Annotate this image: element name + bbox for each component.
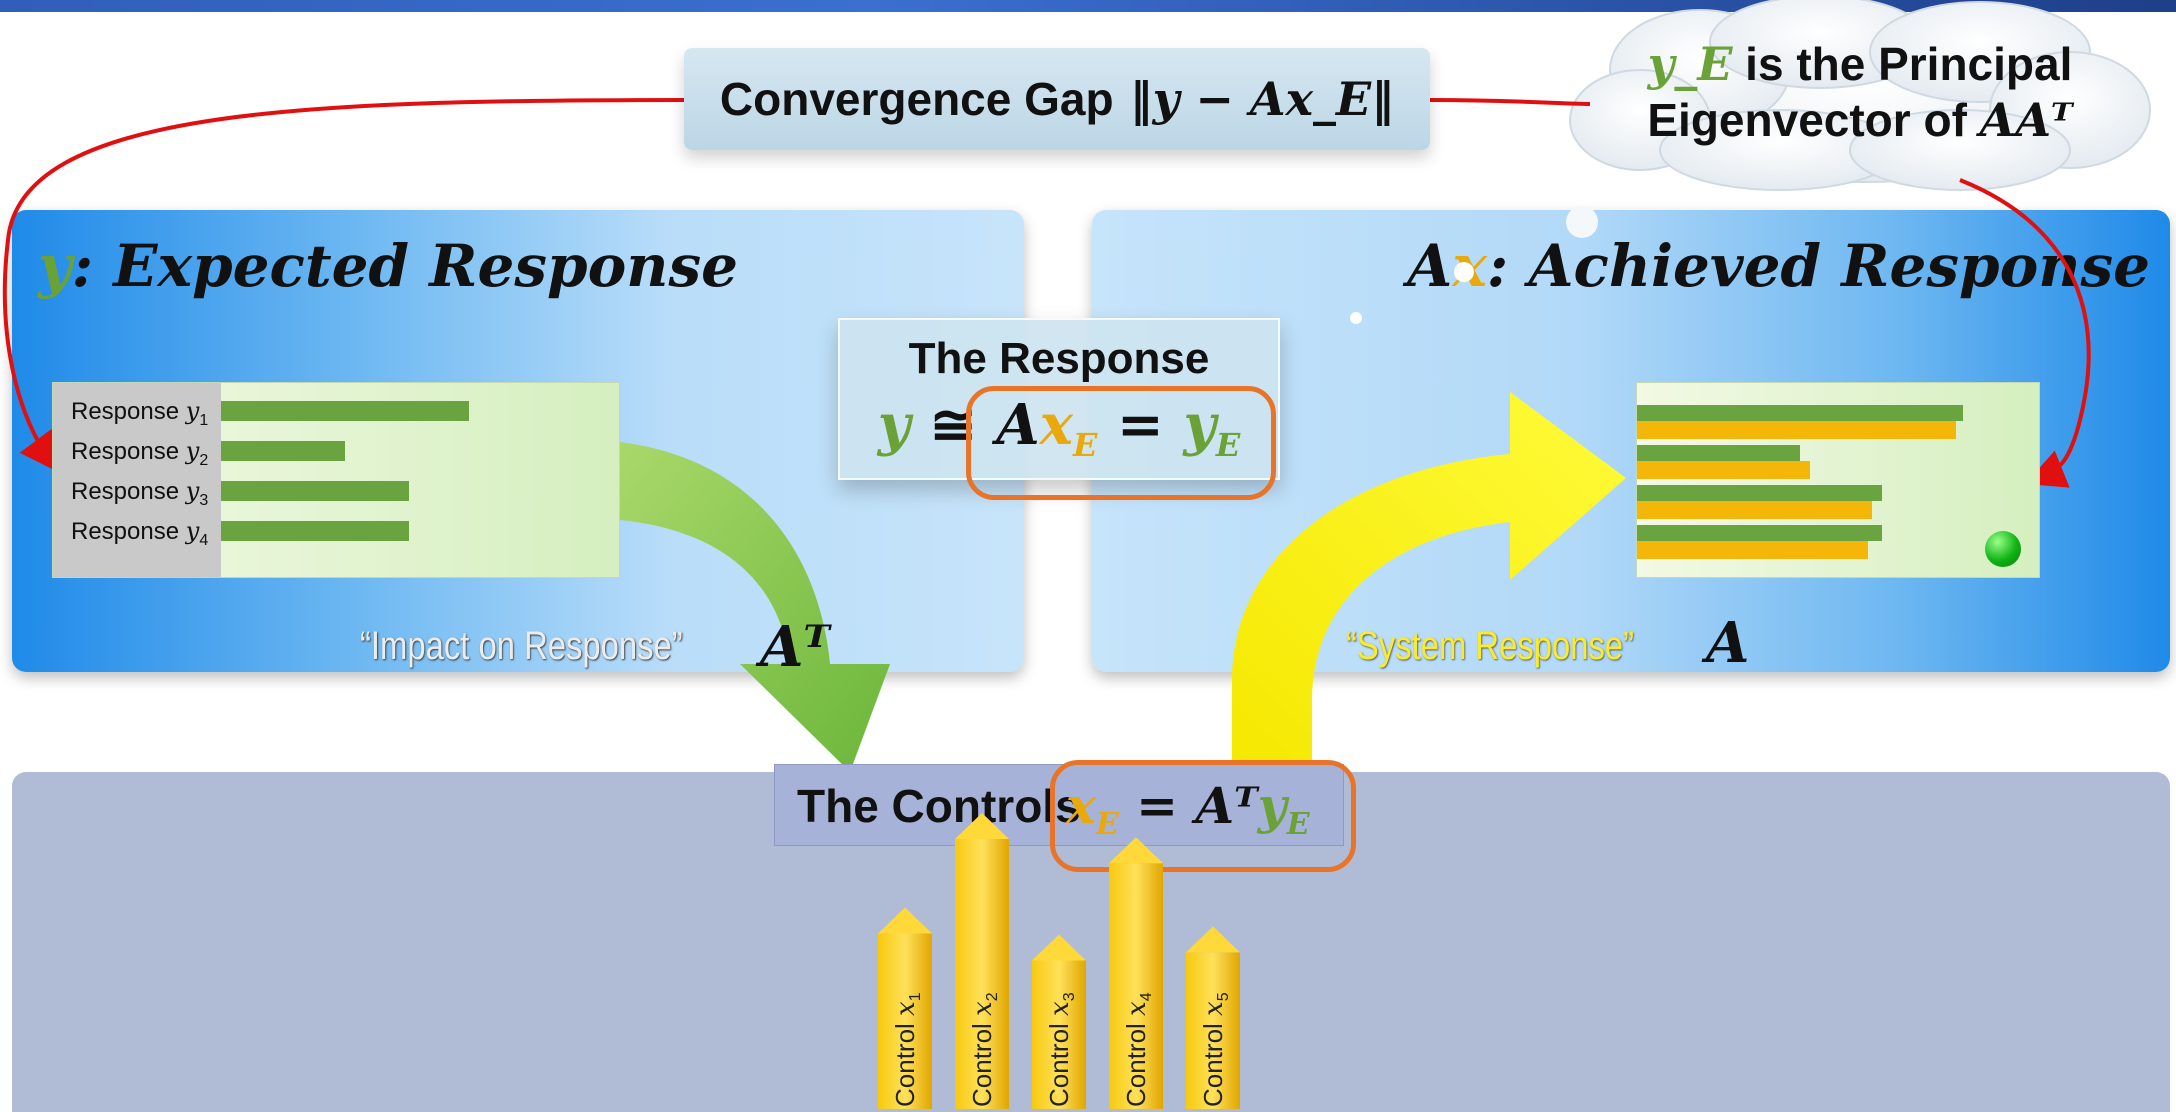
expected-response-chart: Response y1 Response y2 Response y3 Respons… [52,382,620,578]
control-column [878,907,932,1109]
achieved-response-bar [1637,541,1869,559]
control-column-cap [955,813,1009,839]
control-column-body [1186,952,1240,1109]
control-column [1032,934,1086,1109]
target-response-bar [1637,445,1800,461]
achieved-response-bar [1637,461,1810,479]
expected-response-bar [221,441,345,461]
gap-to-cloud-line [1429,98,1591,106]
eigenvector-note: y_E is the Principal Eigenvector of AAᵀ [1647,37,2073,147]
control-column-cap [1032,934,1086,961]
control-column [1186,926,1240,1109]
control-column-body [955,839,1009,1109]
control-column-body [1032,960,1086,1109]
expected-response-heading: y: Expected Response [38,232,739,300]
achieved-response-bar [1637,501,1872,519]
response-title: The Response [908,334,1210,383]
response-row-label: Response y2 [71,437,209,469]
achieved-response-heading: Ax: Achieved Response [1407,232,2150,300]
control-column-cap [1186,926,1240,953]
impact-arrow [620,442,890,772]
response-row-label: Response y3 [71,477,209,509]
status-indicator-dot [1985,531,2021,567]
response-equation-highlight [966,386,1276,500]
control-column-cap [878,907,932,934]
convergence-gap-box: Convergence Gap ‖y − Ax_E‖ [684,48,1430,150]
convergence-gap-formula: ‖y − Ax_E‖ [1129,72,1395,126]
cloud-to-achieved-arrow [1959,178,2091,488]
impact-on-response-label: “Impact on Response” [360,624,683,668]
response-box: The Response y ≅ AxE = yE [838,318,1280,480]
target-response-bar [1637,405,1963,421]
achieved-response-bar [1637,421,1957,439]
eigenvector-cloud [1569,0,2151,191]
control-column-label: Control x3 [1044,992,1079,1107]
control-column-label: Control x5 [1198,992,1233,1107]
gap-to-expected-arrow [2,98,685,473]
cloud-bubble-small [1350,312,1362,324]
system-arrow [1232,392,1626,770]
control-column-label: Control x4 [1121,992,1156,1107]
controls-equation-highlight [1050,760,1356,872]
expected-response-bar [221,401,469,421]
system-matrix-label: A [1706,610,1750,676]
achieved-response-chart [1636,382,2040,578]
controls-equation: xE = AᵀyE [1066,776,1310,842]
target-response-bar [1637,525,1882,541]
response-row-label: Response y1 [71,397,209,429]
system-response-label: “System Response” [1346,624,1635,668]
expected-response-bar [221,521,409,541]
control-column [1109,837,1163,1109]
control-column-body [878,933,932,1109]
response-row-label: Response y4 [71,517,209,549]
control-column-cap [1109,837,1163,864]
control-column [955,813,1009,1109]
expected-response-bar [221,481,409,501]
cloud-bubble-large [1566,206,1598,238]
impact-matrix-label: Aᵀ [760,614,830,680]
control-column-label: Control x1 [890,992,925,1107]
controls-title: The Controls [797,780,1081,832]
control-column-label: Control x2 [967,992,1002,1107]
chart-label-column [53,383,221,577]
control-column-body [1109,863,1163,1109]
top-title-bar [0,0,2176,12]
target-response-bar [1637,485,1882,501]
convergence-gap-label: Convergence Gap [719,73,1114,125]
cloud-bubble-medium [1454,262,1474,282]
